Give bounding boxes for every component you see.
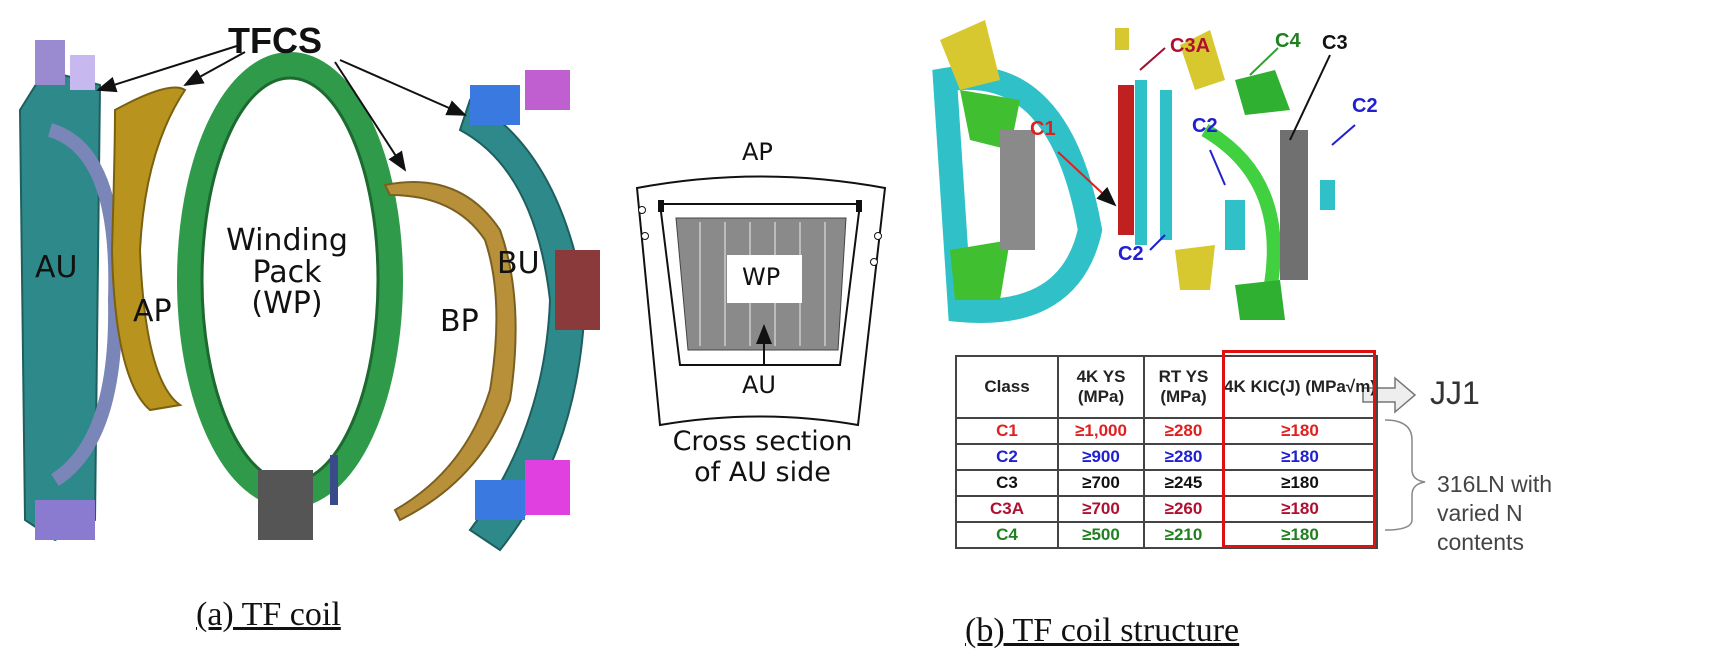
table-row: C4≥500≥210≥180 [955, 521, 1378, 549]
au-structure [18, 40, 123, 542]
tf-coil-structure-parts [932, 20, 1335, 323]
table-cell: C3A [955, 495, 1059, 523]
c2-label-bottom: C2 [1118, 243, 1144, 265]
table-cell: C4 [955, 521, 1059, 549]
wp-label-line2: Pack [252, 254, 322, 290]
table-cell: ≥700 [1057, 469, 1145, 497]
table-cell: C1 [955, 417, 1059, 445]
bu-label: BU [497, 246, 540, 281]
ap-band [110, 86, 187, 412]
c2-label-center: C2 [1192, 115, 1218, 137]
table-cell: ≥280 [1143, 417, 1224, 445]
c2-label-right: C2 [1352, 95, 1378, 117]
brace [1384, 419, 1426, 531]
feeder-assembly [258, 455, 338, 540]
note-line3: contents [1437, 528, 1524, 555]
header-rt-ys: RT YS (MPa) [1143, 355, 1224, 419]
caption-a: (a) TF coil [196, 596, 341, 633]
table-cell: ≥245 [1143, 469, 1224, 497]
table-row: C3A≥700≥260≥180 [955, 495, 1378, 523]
note-line1: 316LN with [1437, 471, 1553, 497]
bp-band [383, 181, 517, 522]
table-cell: ≥210 [1143, 521, 1224, 549]
table-cell: ≥280 [1143, 443, 1224, 471]
tfcs-arrows [96, 44, 467, 172]
table-cell: ≥500 [1057, 521, 1145, 549]
table-cell: ≥900 [1057, 443, 1145, 471]
c4-label: C4 [1275, 30, 1301, 52]
tfcs-label: TFCS [228, 20, 322, 61]
material-spec-table: Class 4K YS (MPa) RT YS (MPa) 4K KIC(J) … [955, 355, 1378, 549]
au-label: AU [35, 250, 78, 285]
cs-caption-line2: of AU side [694, 457, 831, 489]
cs-wp-label: WP [742, 263, 781, 291]
cs-caption-line1: Cross section [672, 426, 853, 457]
bp-label: BP [440, 304, 479, 339]
table-cell: ≥180 [1222, 417, 1378, 445]
header-class: Class [955, 355, 1059, 419]
table-cell: ≥260 [1143, 495, 1224, 523]
table-cell: ≥180 [1222, 495, 1378, 523]
note-line2: varied N [1437, 499, 1523, 526]
table-cell: ≥700 [1057, 495, 1145, 523]
caption-b: (b) TF coil structure [965, 612, 1240, 649]
c1-label: C1 [1030, 118, 1056, 140]
part-label-arrows [1057, 47, 1356, 251]
cs-ap-label: AP [742, 138, 773, 166]
bu-structure [458, 70, 600, 552]
winding-pack-label: Winding Pack (WP) [222, 225, 352, 320]
wp-label-line1: Winding [226, 223, 348, 258]
cross-section-caption: Cross section of AU side [640, 426, 885, 488]
jj1-label: JJ1 [1430, 375, 1480, 411]
cs-au-label: AU [742, 371, 776, 399]
cross-section-diagram [635, 175, 887, 427]
c3-label: C3 [1322, 32, 1348, 54]
header-4k-ys: 4K YS (MPa) [1057, 355, 1145, 419]
wp-label-line3: (WP) [251, 286, 323, 321]
c3a-label: C3A [1170, 35, 1211, 57]
header-4k-kic: 4K KIC(J) (MPa√m) [1222, 355, 1378, 419]
steel-note: 316LN with varied N contents [1437, 470, 1552, 556]
table-header-row: Class 4K YS (MPa) RT YS (MPa) 4K KIC(J) … [955, 355, 1378, 419]
table-cell: C3 [955, 469, 1059, 497]
kic-highlight-box [1222, 350, 1376, 548]
table-row: C1≥1,000≥280≥180 [955, 417, 1378, 445]
ap-label: AP [133, 294, 172, 329]
table-cell: C2 [955, 443, 1059, 471]
table-cell: ≥1,000 [1057, 417, 1145, 445]
